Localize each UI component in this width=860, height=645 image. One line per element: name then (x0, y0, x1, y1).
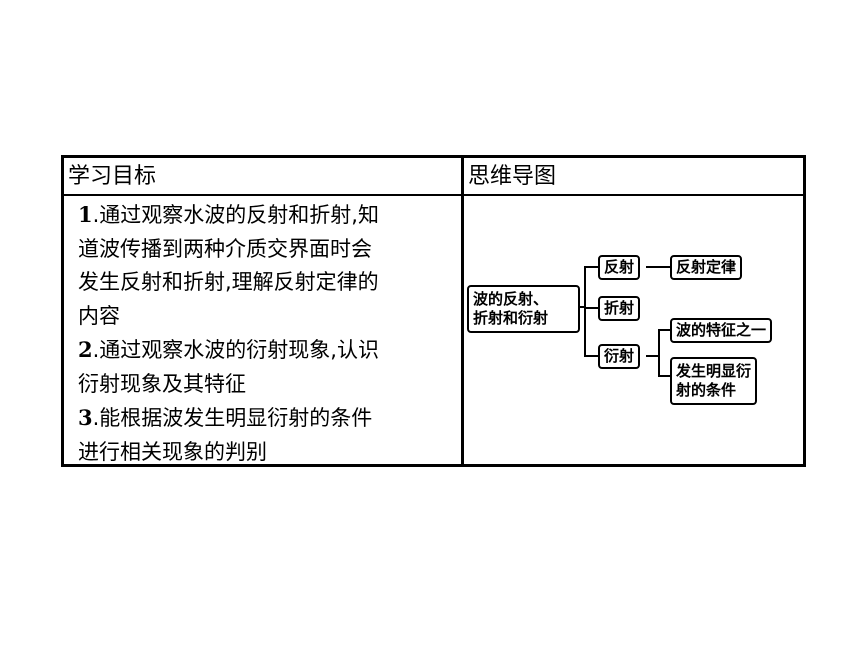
mind-map: 波的反射、 折射和衍射 反射 反射定律 折射 衍射 波的特征之一 发生明显衍 射… (464, 196, 806, 467)
mindmap-branch-reflection: 反射 (598, 255, 641, 280)
goal-3-line-1: 3.能根据波发生明显衍射的条件 (78, 405, 373, 430)
mindmap-branch-diffraction: 衍射 (598, 344, 641, 369)
goal-3-line-2: 进行相关现象的判别 (78, 439, 267, 464)
goal-2-line-1: 2.通过观察水波的衍射现象,认识 (78, 337, 379, 362)
connector (658, 375, 670, 377)
goal-1-line-4: 内容 (78, 303, 120, 328)
goal-number: 2 (78, 337, 93, 362)
goal-number: 3 (78, 405, 93, 430)
mindmap-leaf-diffraction-condition: 发生明显衍 射的条件 (670, 357, 758, 405)
goal-1-line-3: 发生反射和折射,理解反射定律的 (78, 270, 379, 294)
header-divider (64, 194, 803, 196)
connector (580, 306, 584, 308)
column-divider (461, 158, 464, 464)
objectives-table: 学习目标 思维导图 1.通过观察水波的反射和折射,知 道波传播到两种介质交界面时… (61, 155, 806, 467)
connector (584, 307, 598, 309)
mindmap-branch-refraction: 折射 (598, 296, 641, 321)
learning-goals-list: 1.通过观察水波的反射和折射,知 道波传播到两种介质交界面时会 发生反射和折射,… (78, 198, 458, 469)
mindmap-root: 波的反射、 折射和衍射 (467, 285, 580, 333)
connector (584, 266, 598, 268)
goal-1-line-1: 1.通过观察水波的反射和折射,知 (78, 202, 379, 227)
goal-2-line-2: 衍射现象及其特征 (78, 371, 246, 396)
connector (646, 355, 658, 357)
goal-1-line-2: 道波传播到两种介质交界面时会 (78, 236, 372, 261)
header-mind-map: 思维导图 (468, 164, 557, 189)
mindmap-leaf-wave-feature: 波的特征之一 (670, 318, 773, 343)
connector (584, 267, 586, 356)
connector (658, 329, 660, 377)
header-learning-goals: 学习目标 (68, 164, 157, 189)
goal-number: 1 (78, 202, 93, 227)
mindmap-leaf-reflection-law: 反射定律 (670, 255, 743, 280)
connector (584, 355, 598, 357)
connector (658, 329, 670, 331)
connector (646, 266, 670, 268)
